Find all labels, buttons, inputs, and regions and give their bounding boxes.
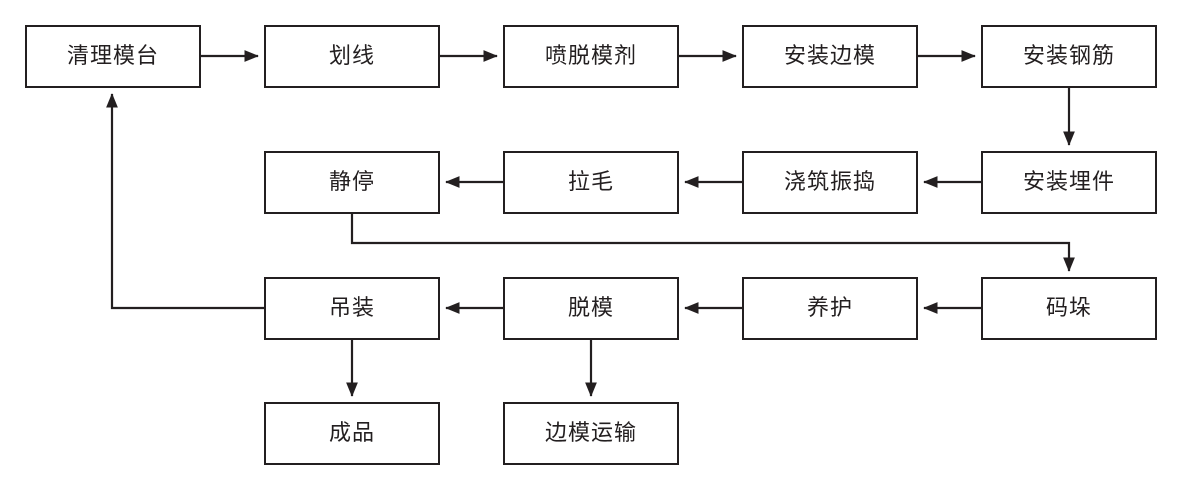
flow-arrow-e9 <box>350 214 1075 272</box>
process-node-label: 脱模 <box>567 295 614 321</box>
process-node-n5[interactable]: 安装钢筋 <box>981 25 1157 88</box>
process-node-n8[interactable]: 拉毛 <box>503 151 679 214</box>
process-node-n3[interactable]: 喷脱模剂 <box>503 25 679 88</box>
process-node-n1[interactable]: 清理模台 <box>25 25 201 88</box>
process-node-label: 养护 <box>806 295 853 321</box>
process-node-label: 边模运输 <box>544 420 637 446</box>
process-node-n2[interactable]: 划线 <box>264 25 440 88</box>
process-node-n7[interactable]: 浇筑振捣 <box>742 151 918 214</box>
process-node-label: 划线 <box>328 43 375 69</box>
process-node-label: 吊装 <box>328 295 375 321</box>
process-node-n14[interactable]: 成品 <box>264 402 440 465</box>
process-node-n10[interactable]: 码垛 <box>981 277 1157 340</box>
process-node-label: 安装埋件 <box>1022 169 1115 195</box>
process-node-label: 拉毛 <box>567 169 614 195</box>
process-node-n15[interactable]: 边模运输 <box>503 402 679 465</box>
process-node-n11[interactable]: 养护 <box>742 277 918 340</box>
process-node-n9[interactable]: 静停 <box>264 151 440 214</box>
process-node-label: 安装边模 <box>783 43 876 69</box>
process-node-n6[interactable]: 安装埋件 <box>981 151 1157 214</box>
process-node-n4[interactable]: 安装边模 <box>742 25 918 88</box>
process-node-n12[interactable]: 脱模 <box>503 277 679 340</box>
process-node-label: 浇筑振捣 <box>783 169 876 195</box>
process-node-label: 喷脱模剂 <box>544 43 637 69</box>
process-node-label: 清理模台 <box>66 43 159 69</box>
process-node-label: 码垛 <box>1045 295 1092 321</box>
process-node-label: 静停 <box>328 169 375 195</box>
flow-arrow-e15 <box>106 93 264 310</box>
process-node-label: 成品 <box>328 420 375 446</box>
process-node-n13[interactable]: 吊装 <box>264 277 440 340</box>
process-node-label: 安装钢筋 <box>1022 43 1115 69</box>
